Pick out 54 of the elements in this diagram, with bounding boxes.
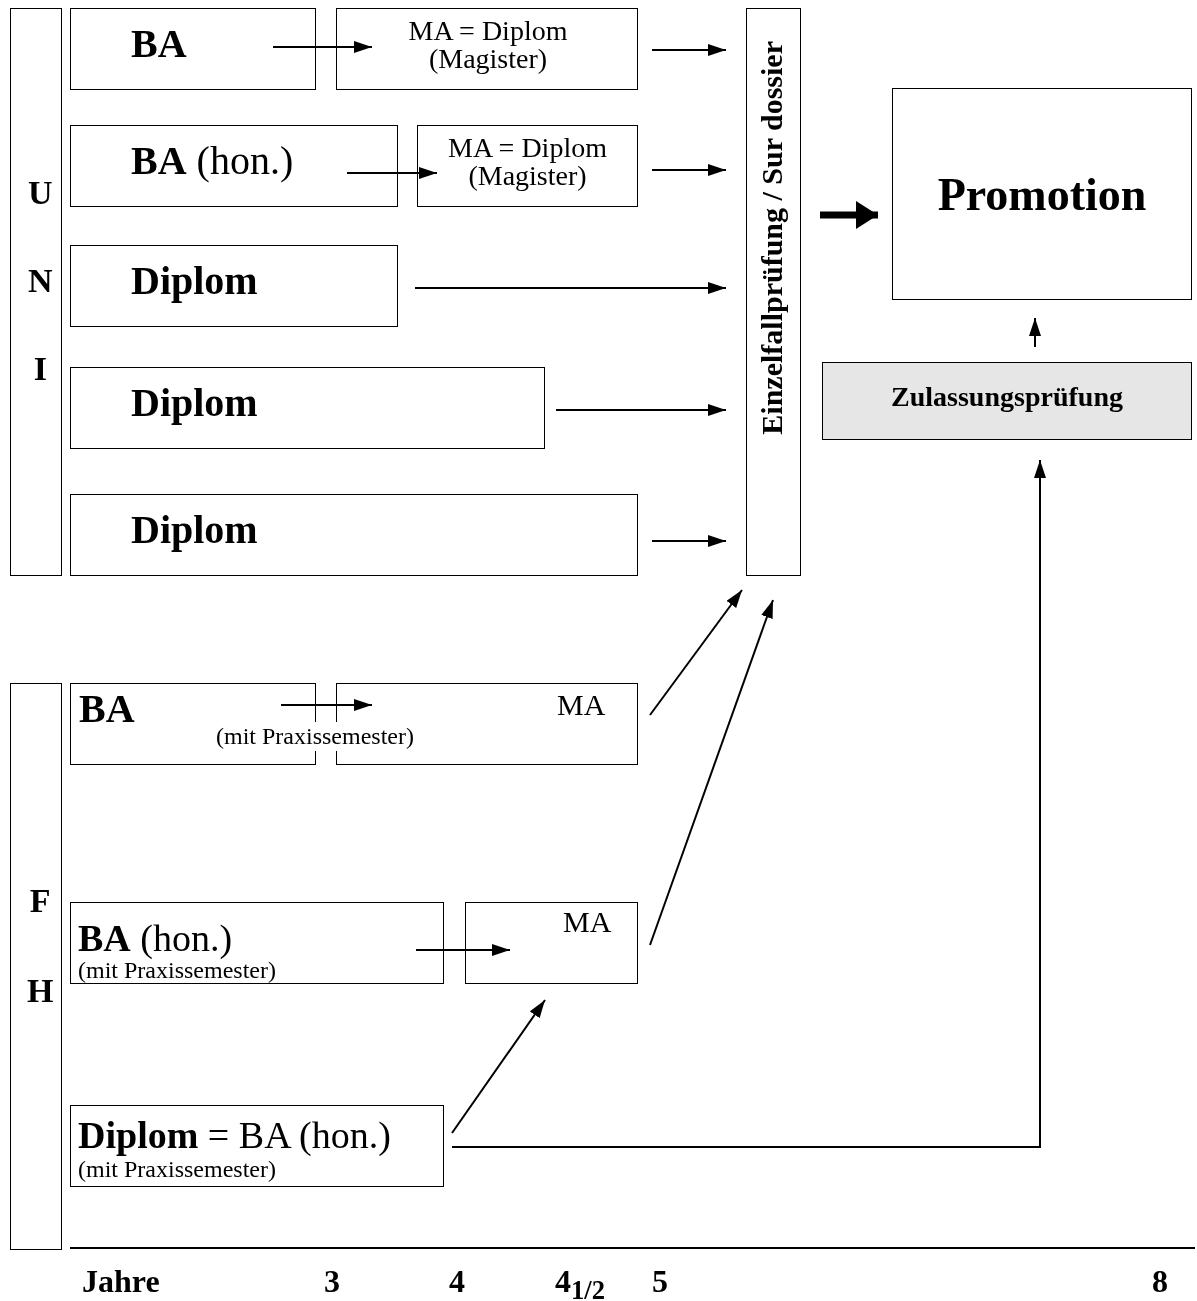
- degree-box: [70, 494, 638, 576]
- year-label: 8: [1151, 1262, 1169, 1301]
- box-label: BA (hon.): [78, 917, 233, 961]
- box-label: Einzelfallprüfung / Sur dossier: [757, 41, 787, 435]
- box-label: (mit Praxissemester): [78, 1156, 276, 1184]
- box-label: Diplom: [131, 258, 258, 304]
- note-text: (mit Praxissemester): [214, 722, 416, 751]
- degree-box: [892, 88, 1192, 300]
- degree-box: [70, 367, 545, 449]
- year-label: 3: [323, 1262, 341, 1301]
- degree-box: [417, 125, 638, 207]
- exam-bar: [746, 8, 801, 576]
- arrow: [280, 699, 373, 711]
- degree-box: [336, 8, 638, 90]
- arrow: [414, 282, 727, 294]
- box-label: FH: [26, 881, 55, 1011]
- box-label: MA = Diplom (Magister): [447, 134, 608, 190]
- box-label: Zulassungsprüfung: [890, 381, 1124, 414]
- year-label: 5: [651, 1262, 669, 1301]
- degree-box: [70, 125, 398, 207]
- arrow: [651, 535, 727, 547]
- degree-box: [70, 8, 316, 90]
- degree-box: [465, 902, 638, 984]
- box-label: Promotion: [936, 169, 1148, 222]
- arrow: [649, 599, 774, 946]
- arrow: [1029, 317, 1041, 348]
- degree-box: [70, 1105, 444, 1187]
- year-label: 4$_{1/2}$: [554, 1262, 607, 1301]
- arrow: [651, 164, 727, 176]
- axis-label: Jahre: [81, 1262, 161, 1301]
- arrow: [649, 589, 743, 716]
- arrow: [451, 999, 546, 1134]
- degree-box: [70, 245, 398, 327]
- arrow: [451, 459, 1046, 1148]
- box-label: MA: [557, 688, 606, 723]
- arrow: [555, 404, 727, 416]
- degree-box: [70, 902, 444, 984]
- arrow: [415, 944, 511, 956]
- box-label: Diplom: [131, 507, 258, 553]
- box-label: Diplom = BA (hon.): [78, 1114, 391, 1158]
- arrow: [346, 167, 438, 179]
- category-band: [10, 8, 62, 576]
- exam-box: [822, 362, 1192, 440]
- box-label: MA = Diplom (Magister): [407, 17, 569, 73]
- year-label: 4: [448, 1262, 466, 1301]
- category-band: [10, 683, 62, 1250]
- box-label: Diplom: [131, 380, 258, 426]
- box-label: MA: [563, 905, 612, 940]
- arrow: [651, 44, 727, 56]
- box-label: BA (hon.): [131, 138, 294, 184]
- box-label: UNI: [26, 173, 54, 389]
- box-label: BA: [79, 686, 135, 732]
- arrow: [272, 41, 373, 53]
- box-label: BA: [131, 21, 187, 67]
